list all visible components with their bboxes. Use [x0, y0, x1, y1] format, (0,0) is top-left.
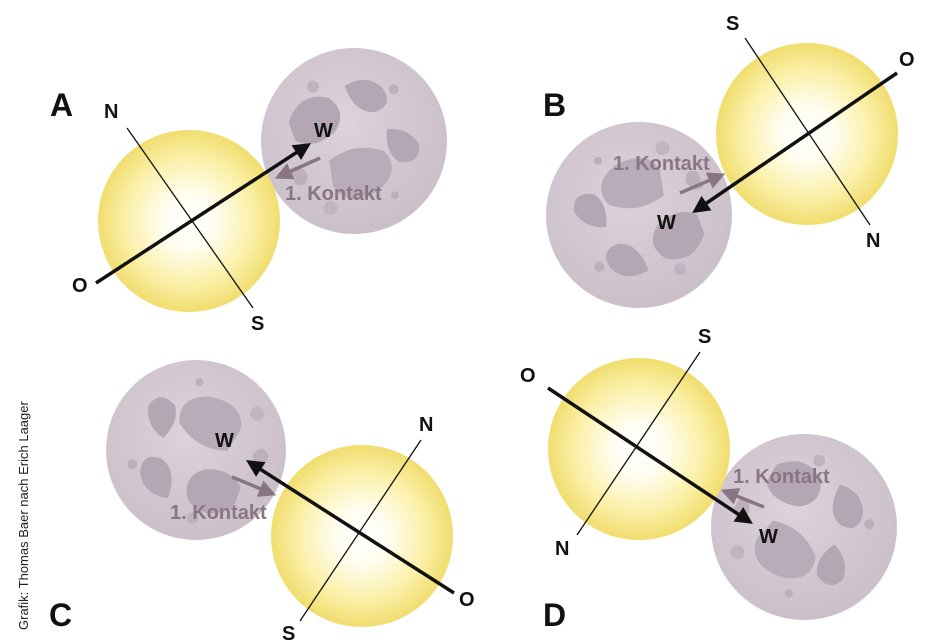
west-label: W: [759, 526, 778, 548]
north-south-axis: [576, 351, 701, 536]
north-label: N: [104, 101, 118, 123]
panel-d: D N S O W 1. Kontakt: [520, 326, 897, 633]
west-label: W: [657, 212, 676, 234]
south-label: S: [726, 13, 739, 35]
east-west-arrow: [692, 71, 898, 213]
north-south-axis: [126, 127, 254, 309]
west-label: W: [215, 430, 234, 452]
first-contact-label: 1. Kontakt: [285, 183, 382, 205]
moon-disc: [261, 48, 447, 234]
south-label: S: [698, 326, 711, 348]
moon-disc: [711, 434, 897, 620]
east-west-arrow: [246, 460, 455, 595]
east-label: O: [899, 49, 915, 71]
north-label: N: [419, 414, 433, 436]
first-contact-arrow: [679, 172, 726, 195]
east-label: O: [459, 589, 475, 611]
north-label: N: [866, 230, 880, 252]
north-south-axis: [744, 37, 871, 226]
first-contact-arrow: [231, 475, 277, 497]
south-label: S: [251, 313, 264, 335]
first-contact-label: 1. Kontakt: [170, 502, 267, 524]
south-label: S: [282, 623, 295, 642]
panel-letter: B: [543, 87, 566, 123]
west-label: W: [314, 120, 333, 142]
first-contact-label: 1. Kontakt: [733, 466, 830, 488]
moon-disc: [546, 122, 732, 308]
panel-letter: A: [50, 87, 73, 123]
east-west-arrow: [547, 386, 753, 524]
panel-c: C N S O W 1. Kontakt: [49, 360, 475, 642]
north-south-axis: [299, 439, 422, 622]
east-label: O: [72, 275, 88, 297]
panel-letter: D: [543, 597, 566, 633]
panel-letter: C: [49, 597, 72, 633]
panel-b: B N S O W 1. Kontakt: [543, 13, 915, 308]
panel-a: A N S O W 1. Kontakt: [50, 48, 447, 335]
first-contact-arrow: [720, 488, 765, 509]
credit-text: Grafik: Thomas Baer nach Erich Laager: [16, 401, 31, 630]
first-contact-arrow: [274, 156, 321, 180]
first-contact-label: 1. Kontakt: [613, 153, 710, 175]
north-label: N: [555, 538, 569, 560]
east-west-arrow: [95, 143, 311, 285]
east-label: O: [520, 365, 536, 387]
